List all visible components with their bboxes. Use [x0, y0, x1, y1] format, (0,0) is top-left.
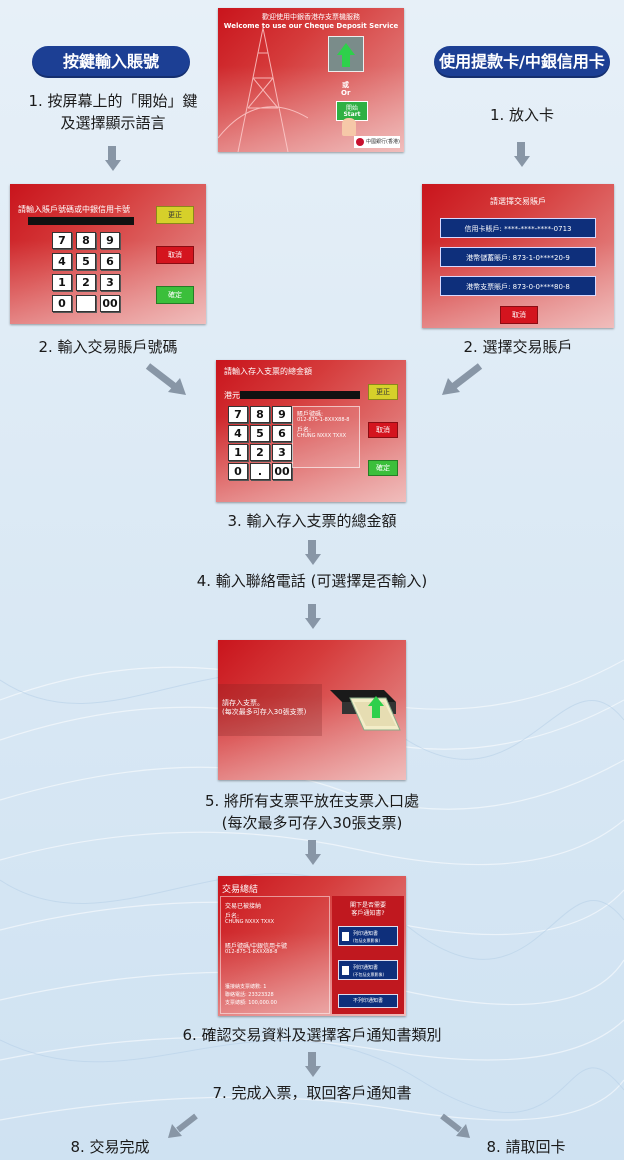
account-input-field[interactable] — [28, 217, 134, 225]
bank-logo: 中國銀行(香港) — [354, 136, 400, 148]
keypad-key[interactable]: 1 — [228, 444, 248, 461]
or-en: Or — [341, 89, 351, 97]
keypad-key[interactable]: 00 — [100, 295, 120, 312]
keypad-key[interactable]: 9 — [272, 406, 292, 423]
print-advice-with-image-button[interactable]: 列印通知書 (包括支票影像) — [338, 926, 398, 946]
diagonal-arrow-icon — [145, 363, 186, 395]
select-account-title: 請選擇交易賬戶 — [490, 197, 546, 206]
document-icon — [342, 932, 349, 941]
card-slot-graphic — [328, 36, 364, 72]
step-8-left: 8. 交易完成 — [70, 1138, 150, 1156]
down-arrow-icon — [305, 540, 321, 565]
keypad-key[interactable]: 00 — [272, 463, 292, 480]
welcome-en: Welcome to use our Cheque Deposit Servic… — [223, 22, 399, 30]
step-5-line2: (每次最多可存入30張支票) — [221, 814, 403, 832]
step-6: 6. 確認交易資料及選擇客戶通知書類別 — [182, 1026, 442, 1044]
no-print-button[interactable]: 不列印通知書 — [338, 994, 398, 1008]
keypad-key[interactable]: 4 — [228, 425, 248, 442]
print-advice-without-image-button[interactable]: 列印通知書 (不包括支票影像) — [338, 960, 398, 980]
step-2-right: 2. 選擇交易賬戶 — [463, 338, 573, 356]
keypad-key[interactable]: 6 — [272, 425, 292, 442]
step-7: 7. 完成入票，取回客戶通知書 — [212, 1084, 412, 1102]
amount-prompt: 請輸入存入支票的總金額 — [224, 367, 312, 376]
keypad-key[interactable]: 0 — [52, 295, 72, 312]
insert-prompt-line2: (每次最多可存入30張支票) — [222, 708, 307, 716]
step-4: 4. 輸入聯絡電話 (可選擇是否輸入) — [196, 572, 428, 590]
step-3: 3. 輸入存入支票的總金額 — [227, 512, 397, 530]
step-1-right: 1. 放入卡 — [489, 106, 555, 124]
keypad-key[interactable]: 2 — [250, 444, 270, 461]
or-cn: 或 — [342, 81, 349, 89]
left-path-header: 按鍵輸入賬號 — [32, 46, 190, 78]
step-1-left-line2: 及選擇顯示語言 — [60, 114, 166, 132]
start-screen: 歡迎使用中銀香港存支票機服務 Welcome to use our Cheque… — [218, 8, 404, 152]
cheque-slot-icon — [330, 690, 401, 731]
account-option-current[interactable]: 港幣支票賬戶: 873-0-0****80-8 — [440, 276, 596, 296]
step-2-left: 2. 輸入交易賬戶號碼 — [38, 338, 178, 356]
currency-label: 港元 — [224, 391, 240, 400]
account-entry-prompt: 請輸入賬戶號碼或中銀信用卡號 — [18, 205, 130, 214]
tower-graphic — [218, 27, 308, 152]
confirm-button[interactable]: 確定 — [368, 460, 398, 476]
correct-button[interactable]: 更正 — [368, 384, 398, 400]
keypad-key[interactable]: 0 — [228, 463, 248, 480]
account-option-credit-card[interactable]: 信用卡賬戶: ****-****-****-0713 — [440, 218, 596, 238]
account-option-savings[interactable]: 港幣儲蓄賬戶: 873-1-0****20-9 — [440, 247, 596, 267]
keypad-key[interactable]: 4 — [52, 253, 72, 270]
keypad-key[interactable]: 7 — [52, 232, 72, 249]
summary-details-box: 交易已被接納 戶名: CHUNG NXXX TXXX 賬戶號碼/中銀信用卡號 0… — [220, 896, 330, 1014]
document-icon — [342, 966, 349, 975]
amount-input-field[interactable] — [240, 391, 360, 399]
diagonal-arrow-icon — [442, 363, 483, 395]
keypad-key[interactable] — [76, 295, 96, 312]
step-1-left-line1: 1. 按屏幕上的「開始」鍵 — [28, 92, 198, 110]
diagonal-arrow-icon — [440, 1113, 470, 1138]
keypad-key[interactable]: 5 — [76, 253, 96, 270]
down-arrow-icon — [305, 604, 321, 629]
confirm-button[interactable]: 確定 — [156, 286, 194, 304]
keypad-key[interactable]: 6 — [100, 253, 120, 270]
keypad-key[interactable]: 8 — [250, 406, 270, 423]
step-5-line1: 5. 將所有支票平放在支票入口處 — [204, 792, 420, 810]
right-path-header: 使用提款卡/中銀信用卡 — [434, 46, 610, 78]
up-arrow-icon — [337, 43, 355, 55]
summary-screen: 交易總結 交易已被接納 戶名: CHUNG NXXX TXXX 賬戶號碼/中銀信… — [218, 876, 406, 1016]
down-arrow-icon — [105, 146, 121, 171]
cancel-button[interactable]: 取消 — [156, 246, 194, 264]
down-arrow-icon — [305, 1052, 321, 1077]
insert-cheque-screen: 請存入支票。 (每次最多可存入30張支票) — [218, 640, 406, 780]
keypad-key[interactable]: 3 — [100, 274, 120, 291]
keypad-key[interactable]: 7 — [228, 406, 248, 423]
keypad-key[interactable]: 3 — [272, 444, 292, 461]
down-arrow-icon — [305, 840, 321, 865]
keypad-key[interactable]: 2 — [76, 274, 96, 291]
hand-icon — [342, 118, 356, 136]
keypad-key[interactable]: 1 — [52, 274, 72, 291]
select-account-screen: 請選擇交易賬戶 信用卡賬戶: ****-****-****-0713 港幣儲蓄賬… — [422, 184, 614, 328]
cancel-button[interactable]: 取消 — [368, 422, 398, 438]
down-arrow-icon — [514, 142, 530, 167]
summary-title: 交易總結 — [222, 885, 259, 895]
keypad-key[interactable]: 9 — [100, 232, 120, 249]
welcome-cn: 歡迎使用中銀香港存支票機服務 — [262, 13, 360, 21]
cancel-button[interactable]: 取消 — [500, 306, 538, 324]
keypad-key[interactable]: 8 — [76, 232, 96, 249]
insert-prompt-line1: 請存入支票。 — [222, 699, 264, 707]
step-8-right: 8. 請取回卡 — [486, 1138, 566, 1156]
keypad-key[interactable]: . — [250, 463, 270, 480]
diagonal-arrow-icon — [168, 1113, 198, 1138]
boc-logo-icon — [356, 138, 364, 146]
account-info-box: 賬戶號碼: 012-875-1-8XXX88-8 戶名: CHUNG NXXX … — [292, 406, 360, 468]
correct-button[interactable]: 更正 — [156, 206, 194, 224]
keypad-key[interactable]: 5 — [250, 425, 270, 442]
